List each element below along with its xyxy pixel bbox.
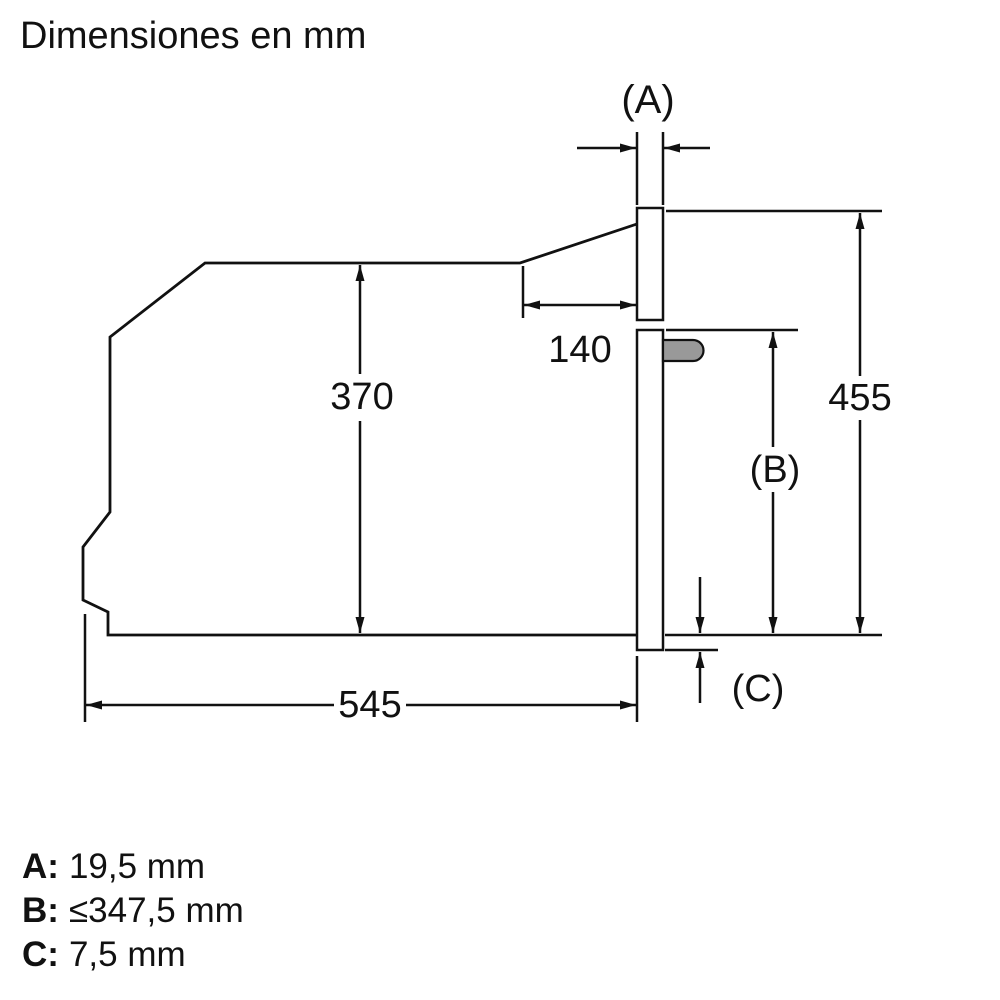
dimension-c: (C) [665, 577, 784, 710]
legend-key-a: A: [22, 847, 59, 886]
dimension-545-label: 545 [338, 684, 401, 726]
front-panel-upper [635, 206, 665, 322]
legend-value-c: 7,5 mm [69, 935, 186, 974]
dimension-140-label: 140 [548, 329, 611, 371]
dimension-370: 370 [330, 265, 394, 633]
dimension-140: 140 [521, 266, 636, 371]
dimension-c-label: (C) [732, 668, 785, 710]
appliance-outline [81, 206, 705, 652]
door-handle [661, 338, 705, 363]
body-profile [81, 222, 638, 637]
dimension-a: (A) [577, 78, 710, 205]
legend-key-b: B: [22, 891, 59, 930]
legend-row-b: B: ≤347,5 mm [22, 891, 244, 930]
legend-value-a: 19,5 mm [69, 847, 205, 886]
legend-key-c: C: [22, 935, 59, 974]
legend-row-c: C: 7,5 mm [22, 935, 186, 974]
legend: A: 19,5 mm B: ≤347,5 mm C: 7,5 mm [22, 847, 244, 974]
dimension-b: (B) [666, 328, 801, 633]
dimension-370-label: 370 [330, 376, 393, 418]
dimension-455: 455 [666, 209, 892, 633]
dimension-b-label: (B) [750, 449, 801, 491]
dimension-455-label: 455 [828, 377, 891, 419]
legend-row-a: A: 19,5 mm [22, 847, 205, 886]
dimension-545: 545 [83, 614, 639, 726]
page-title: Dimensiones en mm [20, 15, 366, 57]
dimension-a-label: (A) [621, 78, 674, 122]
front-panel-lower [635, 328, 665, 652]
legend-value-b: ≤347,5 mm [69, 891, 244, 930]
